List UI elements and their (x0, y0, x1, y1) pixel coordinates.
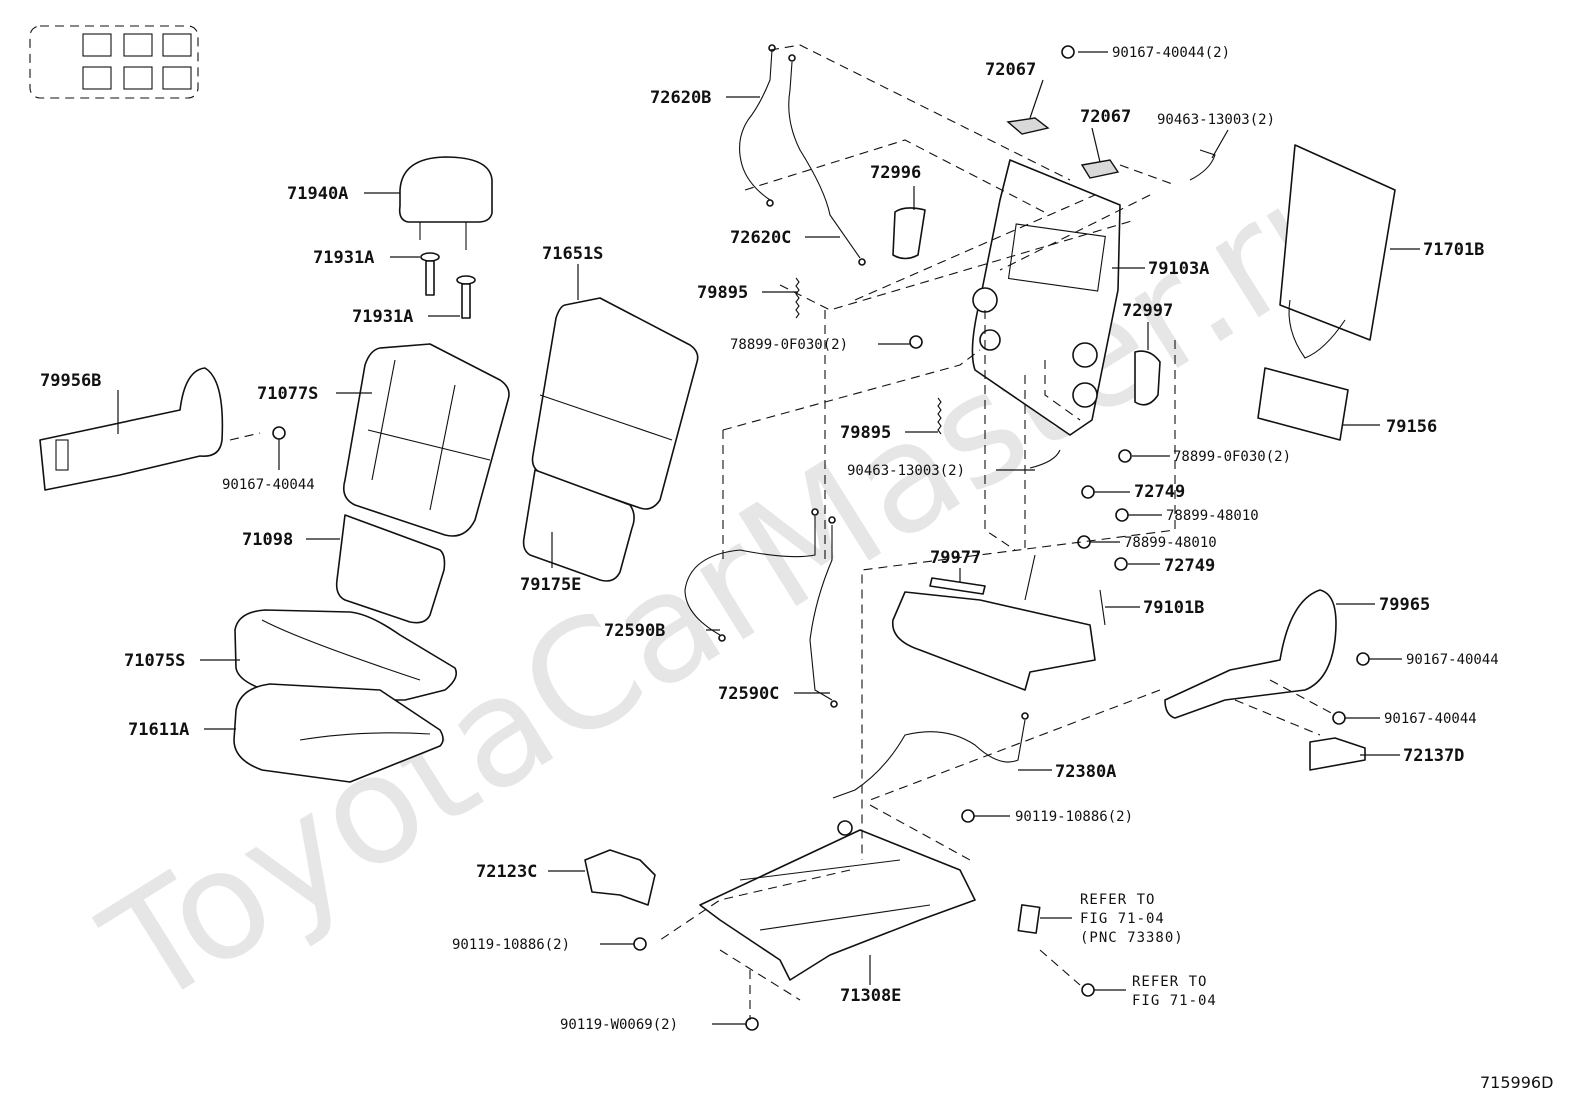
label-71931A-lower: 71931A (352, 307, 413, 327)
label-72590B: 72590B (604, 621, 665, 641)
cable-72590C (809, 516, 838, 708)
label-71077S: 71077S (257, 384, 318, 404)
assembly-dashed-lines (229, 44, 1336, 1020)
label-72590C: 72590C (718, 684, 779, 704)
spring-79895-upper (795, 277, 800, 319)
cable-72380A (832, 712, 1029, 799)
tape-79977-part (929, 577, 986, 595)
label-72380A: 72380A (1055, 762, 1116, 782)
label-78899-0F030-left: 78899-0F030(2) (730, 337, 848, 353)
label-79895-upper: 79895 (697, 283, 748, 303)
pad-72996 (892, 207, 926, 260)
label-78899-48010-upper: 78899-48010 (1166, 508, 1259, 524)
fastener-icons (272, 45, 1370, 1031)
label-78899-0F030-right: 78899-0F030(2) (1173, 449, 1291, 465)
part-labels: 71940A 71931A 71931A 71651S 79956B 71077… (40, 45, 1553, 1092)
cable-72620B (739, 44, 776, 207)
label-72123C: 72123C (476, 862, 537, 882)
label-78899-48010-lower: 78899-48010 (1124, 535, 1217, 551)
label-71940A: 71940A (287, 184, 348, 204)
seatback-cushion-part (531, 297, 699, 510)
label-79977: 79977 (930, 548, 981, 568)
label-90167-40044-2: 90167-40044(2) (1112, 45, 1230, 61)
label-90167-40044-lower-right: 90167-40044 (1384, 711, 1477, 727)
armrest-side-part (39, 367, 224, 491)
label-71701B: 71701B (1423, 240, 1484, 260)
label-72067-lower: 72067 (1080, 107, 1131, 127)
reference-1-line2: FIG 71-04 (1080, 911, 1165, 927)
seatback-board-part (1279, 144, 1396, 359)
cable-72590B (684, 508, 819, 642)
label-79103A: 79103A (1148, 259, 1209, 279)
label-71098: 71098 (242, 530, 293, 550)
armrest-79965-part (1164, 589, 1337, 719)
label-72137D: 72137D (1403, 746, 1464, 766)
label-72067-upper: 72067 (985, 60, 1036, 80)
cover-72123C-part (584, 849, 656, 906)
label-90167-40044-left: 90167-40044 (222, 477, 315, 493)
cap-72067-right (1080, 159, 1120, 179)
side-pad-part (522, 469, 635, 582)
seat-frame-part (891, 554, 1106, 691)
label-79156: 79156 (1386, 417, 1437, 437)
label-72749-lower: 72749 (1164, 556, 1215, 576)
label-72996: 72996 (870, 163, 921, 183)
label-79956B: 79956B (40, 371, 101, 391)
label-71651S: 71651S (542, 244, 603, 264)
headrest-guide-parts (420, 252, 476, 319)
pad-72997 (1134, 350, 1161, 406)
label-72997: 72997 (1122, 301, 1173, 321)
seat-position-locator-icon (29, 25, 199, 99)
label-71931A-upper: 71931A (313, 248, 374, 268)
reference-1-line1: REFER TO (1080, 892, 1155, 908)
label-71075S: 71075S (124, 651, 185, 671)
leader-lines (117, 51, 1420, 1025)
cover-72137D-part (1309, 737, 1366, 771)
plate-79156-part (1257, 367, 1349, 441)
diagram-id: 715996D (1480, 1073, 1553, 1092)
label-90119-10886-lower: 90119-10886(2) (452, 937, 570, 953)
seatback-pad-part (335, 514, 446, 624)
label-72620C: 72620C (730, 228, 791, 248)
label-72620B: 72620B (650, 88, 711, 108)
seat-track-part (699, 820, 976, 981)
buckle-part (1017, 904, 1041, 934)
label-71308E: 71308E (840, 986, 901, 1006)
label-71611A: 71611A (128, 720, 189, 740)
spring-79895-lower (937, 397, 942, 435)
label-79895-lower: 79895 (840, 423, 891, 443)
label-90119-10886-upper: 90119-10886(2) (1015, 809, 1133, 825)
label-90167-40044-upper-right: 90167-40044 (1406, 652, 1499, 668)
cap-72067-left (1006, 117, 1050, 135)
reference-2-line2: FIG 71-04 (1132, 993, 1217, 1009)
seatback-cover-part (342, 343, 510, 537)
label-90119-W0069: 90119-W0069(2) (560, 1017, 678, 1033)
cable-72620C (788, 54, 866, 266)
label-79101B: 79101B (1143, 598, 1204, 618)
headrest-part (398, 156, 493, 250)
cushion-pad-part (233, 683, 444, 783)
label-72749-upper: 72749 (1134, 482, 1185, 502)
label-90463-13003-upper: 90463-13003(2) (1157, 112, 1275, 128)
reference-1-line3: (PNC 73380) (1080, 930, 1184, 946)
label-79175E: 79175E (520, 575, 581, 595)
label-90463-13003-lower: 90463-13003(2) (847, 463, 965, 479)
reference-2-line1: REFER TO (1132, 974, 1207, 990)
label-79965: 79965 (1379, 595, 1430, 615)
